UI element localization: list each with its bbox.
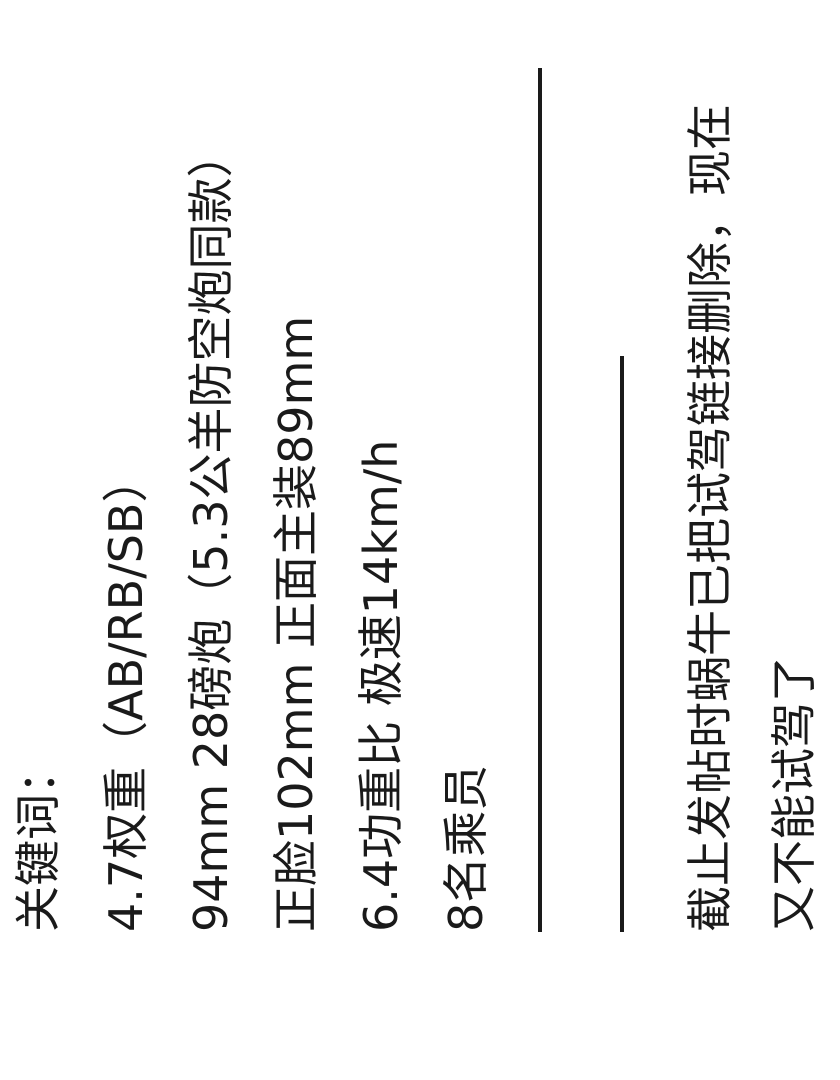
notice-line-1: 截止发帖时蜗牛已把试驾链接删除，现在 <box>683 104 737 932</box>
divider-short <box>620 356 624 932</box>
keyword-line-crew: 8名乘员 <box>439 764 493 932</box>
keyword-line-armor: 正脸102mm 正面主装89mm <box>269 315 323 932</box>
keyword-line-gun: 94mm 28磅炮（5.3公羊防空炮同款） <box>184 131 238 932</box>
notice-line-2: 又不能试驾了 <box>767 656 821 932</box>
keywords-heading: 关键词： <box>11 748 65 932</box>
divider-long <box>538 68 542 932</box>
keyword-line-mobility: 6.4功重比 极速14km/h <box>354 439 408 932</box>
keyword-line-weight: 4.7权重（AB/RB/SB） <box>99 456 153 932</box>
